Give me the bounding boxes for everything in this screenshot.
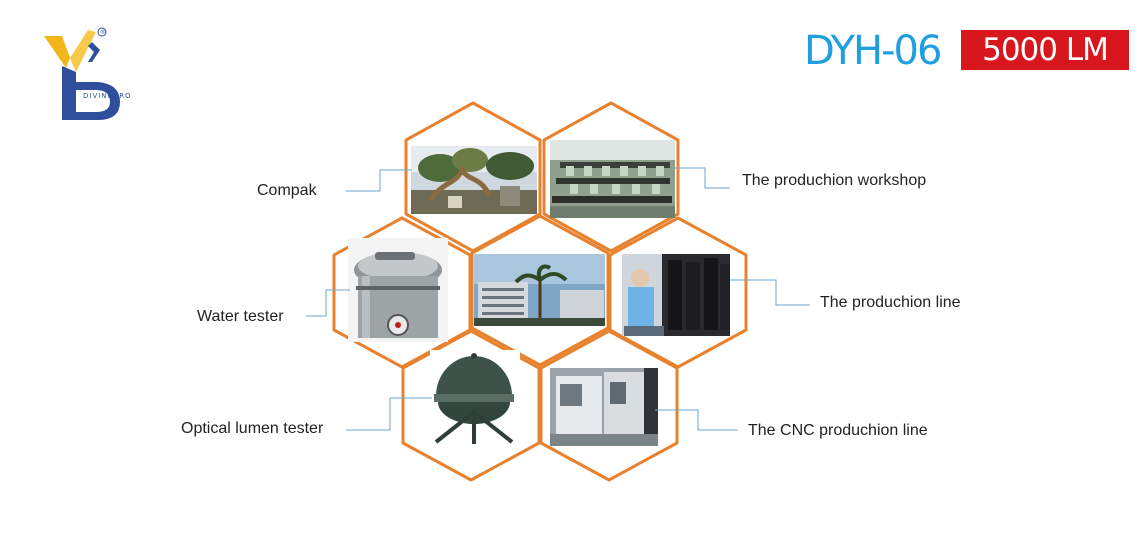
label-compak: Compak bbox=[257, 182, 317, 199]
connector-water bbox=[306, 289, 350, 317]
connector-workshop bbox=[675, 167, 730, 189]
hex-building bbox=[470, 214, 610, 367]
factory-building-photo bbox=[474, 254, 605, 326]
water-tester-photo bbox=[348, 238, 448, 342]
connector-optical bbox=[346, 397, 432, 431]
integrating-sphere-photo bbox=[430, 350, 520, 446]
label-cnc-production-line: The CNC produchion line bbox=[748, 422, 928, 439]
cnc-machines-photo bbox=[550, 368, 658, 446]
label-production-line: The produchion line bbox=[820, 294, 961, 311]
company-logo: ® bbox=[44, 27, 120, 120]
logo-text: DIVINGPRO bbox=[83, 92, 132, 100]
logo-yellow-shape bbox=[44, 36, 70, 68]
hex-cnc bbox=[539, 329, 679, 482]
registered-mark: ® bbox=[100, 29, 106, 36]
hex-workshop bbox=[542, 101, 680, 253]
lumen-badge: 5000 LM bbox=[961, 30, 1129, 70]
hex-optical bbox=[401, 329, 541, 482]
production-line-photo bbox=[622, 254, 730, 336]
logo-d-curve bbox=[76, 82, 120, 120]
connector-compak bbox=[346, 169, 412, 192]
model-name: DYH-06 bbox=[804, 28, 942, 74]
workshop-photo bbox=[550, 140, 675, 218]
label-water-tester: Water tester bbox=[197, 308, 284, 325]
logo-yellow-ray bbox=[70, 30, 96, 72]
tree-garden-photo bbox=[411, 146, 537, 214]
label-production-workshop: The produchion workshop bbox=[742, 172, 927, 189]
registered-mark-icon bbox=[97, 27, 107, 37]
logo-blue-accent bbox=[88, 42, 100, 62]
label-optical-lumen-tester: Optical lumen tester bbox=[181, 420, 324, 437]
connector-line bbox=[730, 279, 810, 306]
connector-cnc bbox=[655, 409, 738, 431]
logo-stem bbox=[62, 66, 76, 120]
